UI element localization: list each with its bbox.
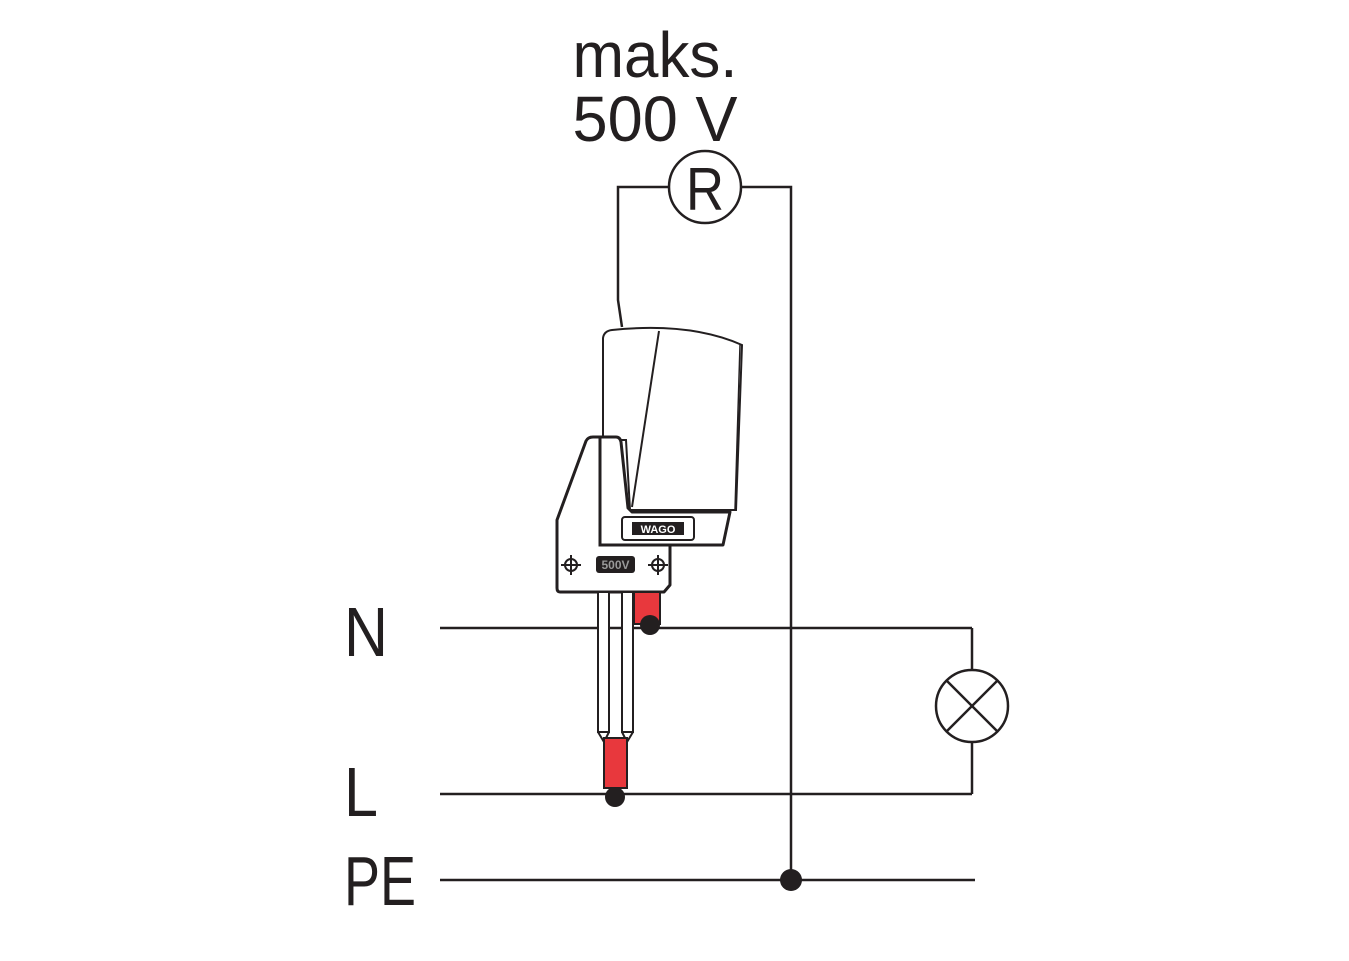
resistance-meter-icon (667, 149, 743, 225)
lamp-icon (934, 668, 1010, 744)
pe-junction-dot (780, 869, 802, 891)
title-line1: maks. (573, 19, 738, 91)
wago-connector: WAGO 500V (555, 326, 744, 807)
supply-lines (440, 626, 975, 882)
title-line2: 500 V (573, 83, 738, 155)
test-pin-long (597, 591, 634, 789)
label-pe: PE (344, 842, 416, 920)
test-point-icon (561, 555, 581, 575)
test-point-icon (648, 555, 668, 575)
label-l: L (344, 753, 378, 831)
l-contact-dot (605, 787, 625, 807)
n-contact-dot (640, 615, 660, 635)
brand-logo: WAGO (641, 524, 676, 536)
resistor-label: R (686, 156, 724, 223)
measurement-wires (616, 185, 793, 880)
voltage-label: 500V (601, 558, 629, 572)
label-n: N (344, 593, 388, 671)
